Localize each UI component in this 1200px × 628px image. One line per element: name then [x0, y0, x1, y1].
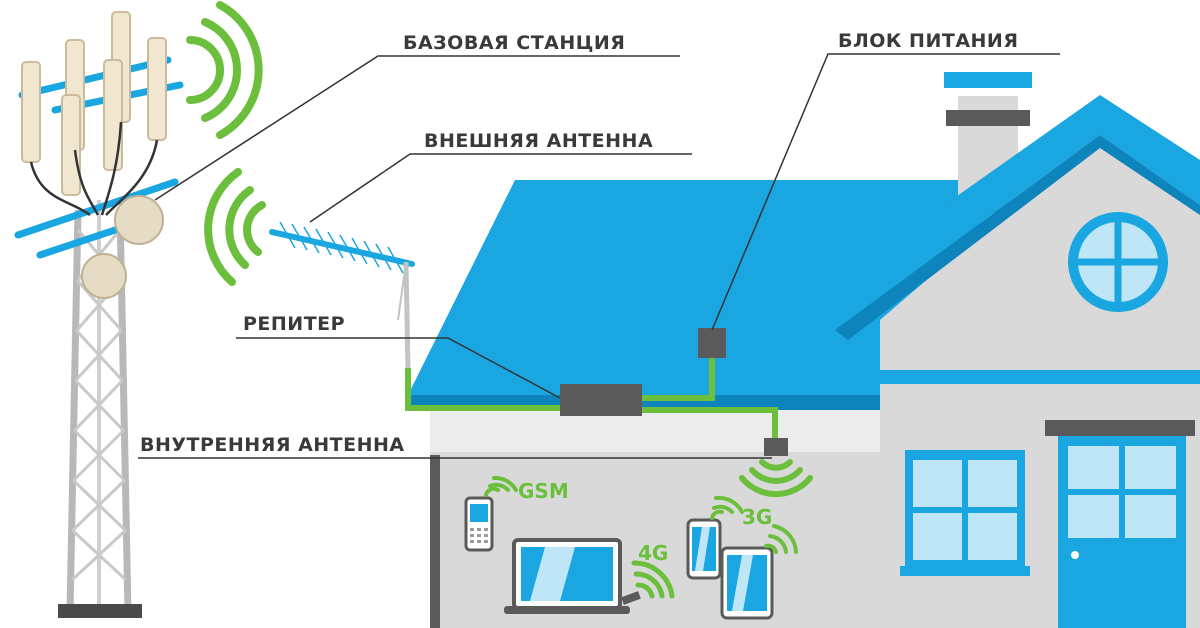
- external-antenna: [204, 168, 415, 373]
- coax-cable: [405, 358, 778, 440]
- label-external-antenna: ВНЕШНЯЯ АНТЕННА: [424, 130, 653, 152]
- label-internal-antenna: ВНУТРЕННЯЯ АНТЕННА: [140, 434, 405, 456]
- network-label-3g: 3G: [742, 505, 772, 529]
- tablet-icon: [720, 524, 798, 620]
- mobile-phone-icon: [464, 475, 518, 552]
- leader-lines: [138, 53, 1060, 459]
- power-supply-box: [698, 328, 726, 358]
- network-label-4g: 4G: [638, 541, 668, 565]
- repeater-box: [560, 384, 642, 416]
- network-label-gsm: GSM: [518, 479, 569, 503]
- label-base-station: БАЗОВАЯ СТАНЦИЯ: [403, 32, 625, 54]
- base-station-tower: [14, 1, 263, 618]
- internal-antenna: [739, 438, 813, 497]
- laptop-icon: [504, 538, 675, 614]
- smartphone-icon: [686, 495, 744, 580]
- label-repeater: РЕПИТЕР: [243, 313, 345, 335]
- label-power-supply: БЛОК ПИТАНИЯ: [838, 30, 1018, 52]
